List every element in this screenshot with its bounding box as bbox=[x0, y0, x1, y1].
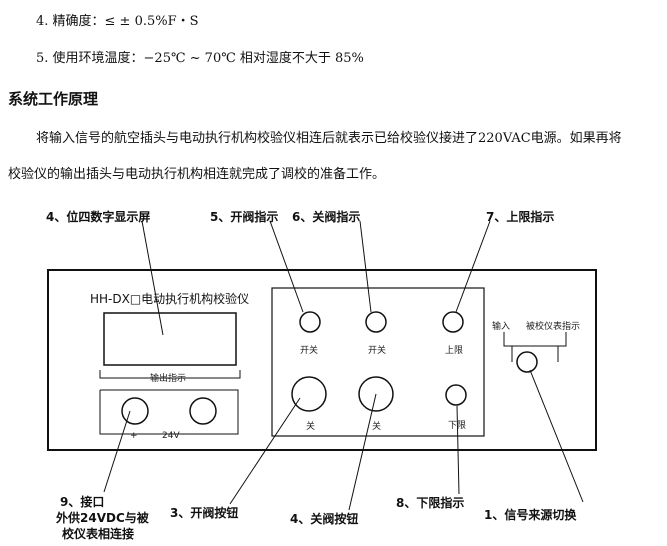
input-label: 输入 bbox=[492, 322, 511, 332]
terminal-group-box bbox=[99, 389, 239, 435]
spec-environment: 5. 使用环境温度：−25℃ ~ 70℃ 相对湿度不大于 85% bbox=[36, 51, 364, 66]
leader-close-button bbox=[348, 393, 377, 511]
leader-close-light bbox=[359, 220, 372, 313]
voltage-label: 24V bbox=[162, 431, 180, 441]
voltage-plus: + bbox=[130, 431, 138, 441]
callout-open-button: 3、开阀按钮 bbox=[170, 506, 239, 520]
callout-signal-source: 1、信号来源切换 bbox=[484, 508, 577, 522]
panel-title: HH-DX□电动执行机构校验仪 bbox=[90, 292, 250, 306]
lower-limit-light bbox=[445, 384, 467, 406]
callout-interface-line2: 外供24VDC与被 bbox=[56, 511, 149, 525]
digital-display bbox=[103, 312, 237, 366]
leader-display bbox=[141, 220, 164, 336]
selector-bracket bbox=[503, 332, 567, 347]
display-bracket bbox=[99, 370, 241, 379]
callout-display: 4、位四数字显示屏 bbox=[46, 210, 151, 224]
calibrated-instrument-label: 被校仪表指示 bbox=[526, 322, 581, 332]
callout-close-indicator: 6、关阀指示 bbox=[292, 210, 361, 224]
callout-interface-line3: 校仪表相连接 bbox=[62, 527, 135, 541]
section-title: 系统工作原理 bbox=[8, 90, 99, 108]
leader-open-button bbox=[229, 397, 301, 505]
callout-open-indicator: 5、开阀指示 bbox=[210, 210, 279, 224]
callout-interface: 9、接口 bbox=[60, 495, 105, 509]
spec-accuracy: 4. 精确度：≤ ± 0.5%F・S bbox=[36, 14, 199, 29]
terminal-left bbox=[121, 397, 149, 425]
device-casing bbox=[47, 269, 597, 451]
open-valve-button bbox=[291, 376, 327, 412]
paragraph-line-1: 将输入信号的航空插头与电动执行机构校验仪相连后就表示已给校验仪接进了220VAC… bbox=[36, 131, 622, 146]
paragraph-line-2: 校验仪的输出插头与电动执行机构相连就完成了调校的准备工作。 bbox=[8, 167, 386, 182]
close-indicator-light bbox=[365, 311, 387, 333]
callout-upper-limit: 7、上限指示 bbox=[486, 210, 555, 224]
callout-lower-limit: 8、下限指示 bbox=[396, 496, 465, 510]
close-light-label: 开关 bbox=[368, 346, 387, 356]
control-group-box bbox=[271, 287, 485, 437]
display-caption: 输出指示 bbox=[150, 374, 187, 384]
leader-upper-light bbox=[455, 220, 491, 313]
callout-close-button: 4、关阀按钮 bbox=[290, 512, 359, 526]
leader-selector bbox=[529, 369, 584, 503]
open-light-label: 开关 bbox=[300, 346, 319, 356]
terminal-right bbox=[189, 397, 217, 425]
close-button-label: 关 bbox=[372, 422, 382, 432]
open-indicator-light bbox=[299, 311, 321, 333]
panel-diagram bbox=[47, 220, 597, 511]
signal-source-knob bbox=[516, 351, 538, 373]
open-button-label: 关 bbox=[306, 422, 316, 432]
leader-lower-light bbox=[456, 405, 460, 495]
leader-terminal bbox=[103, 410, 131, 493]
leader-open-light bbox=[269, 220, 304, 313]
upper-light-label: 上限 bbox=[445, 346, 464, 356]
upper-limit-light bbox=[442, 311, 464, 333]
lower-light-label: 下限 bbox=[448, 421, 467, 431]
